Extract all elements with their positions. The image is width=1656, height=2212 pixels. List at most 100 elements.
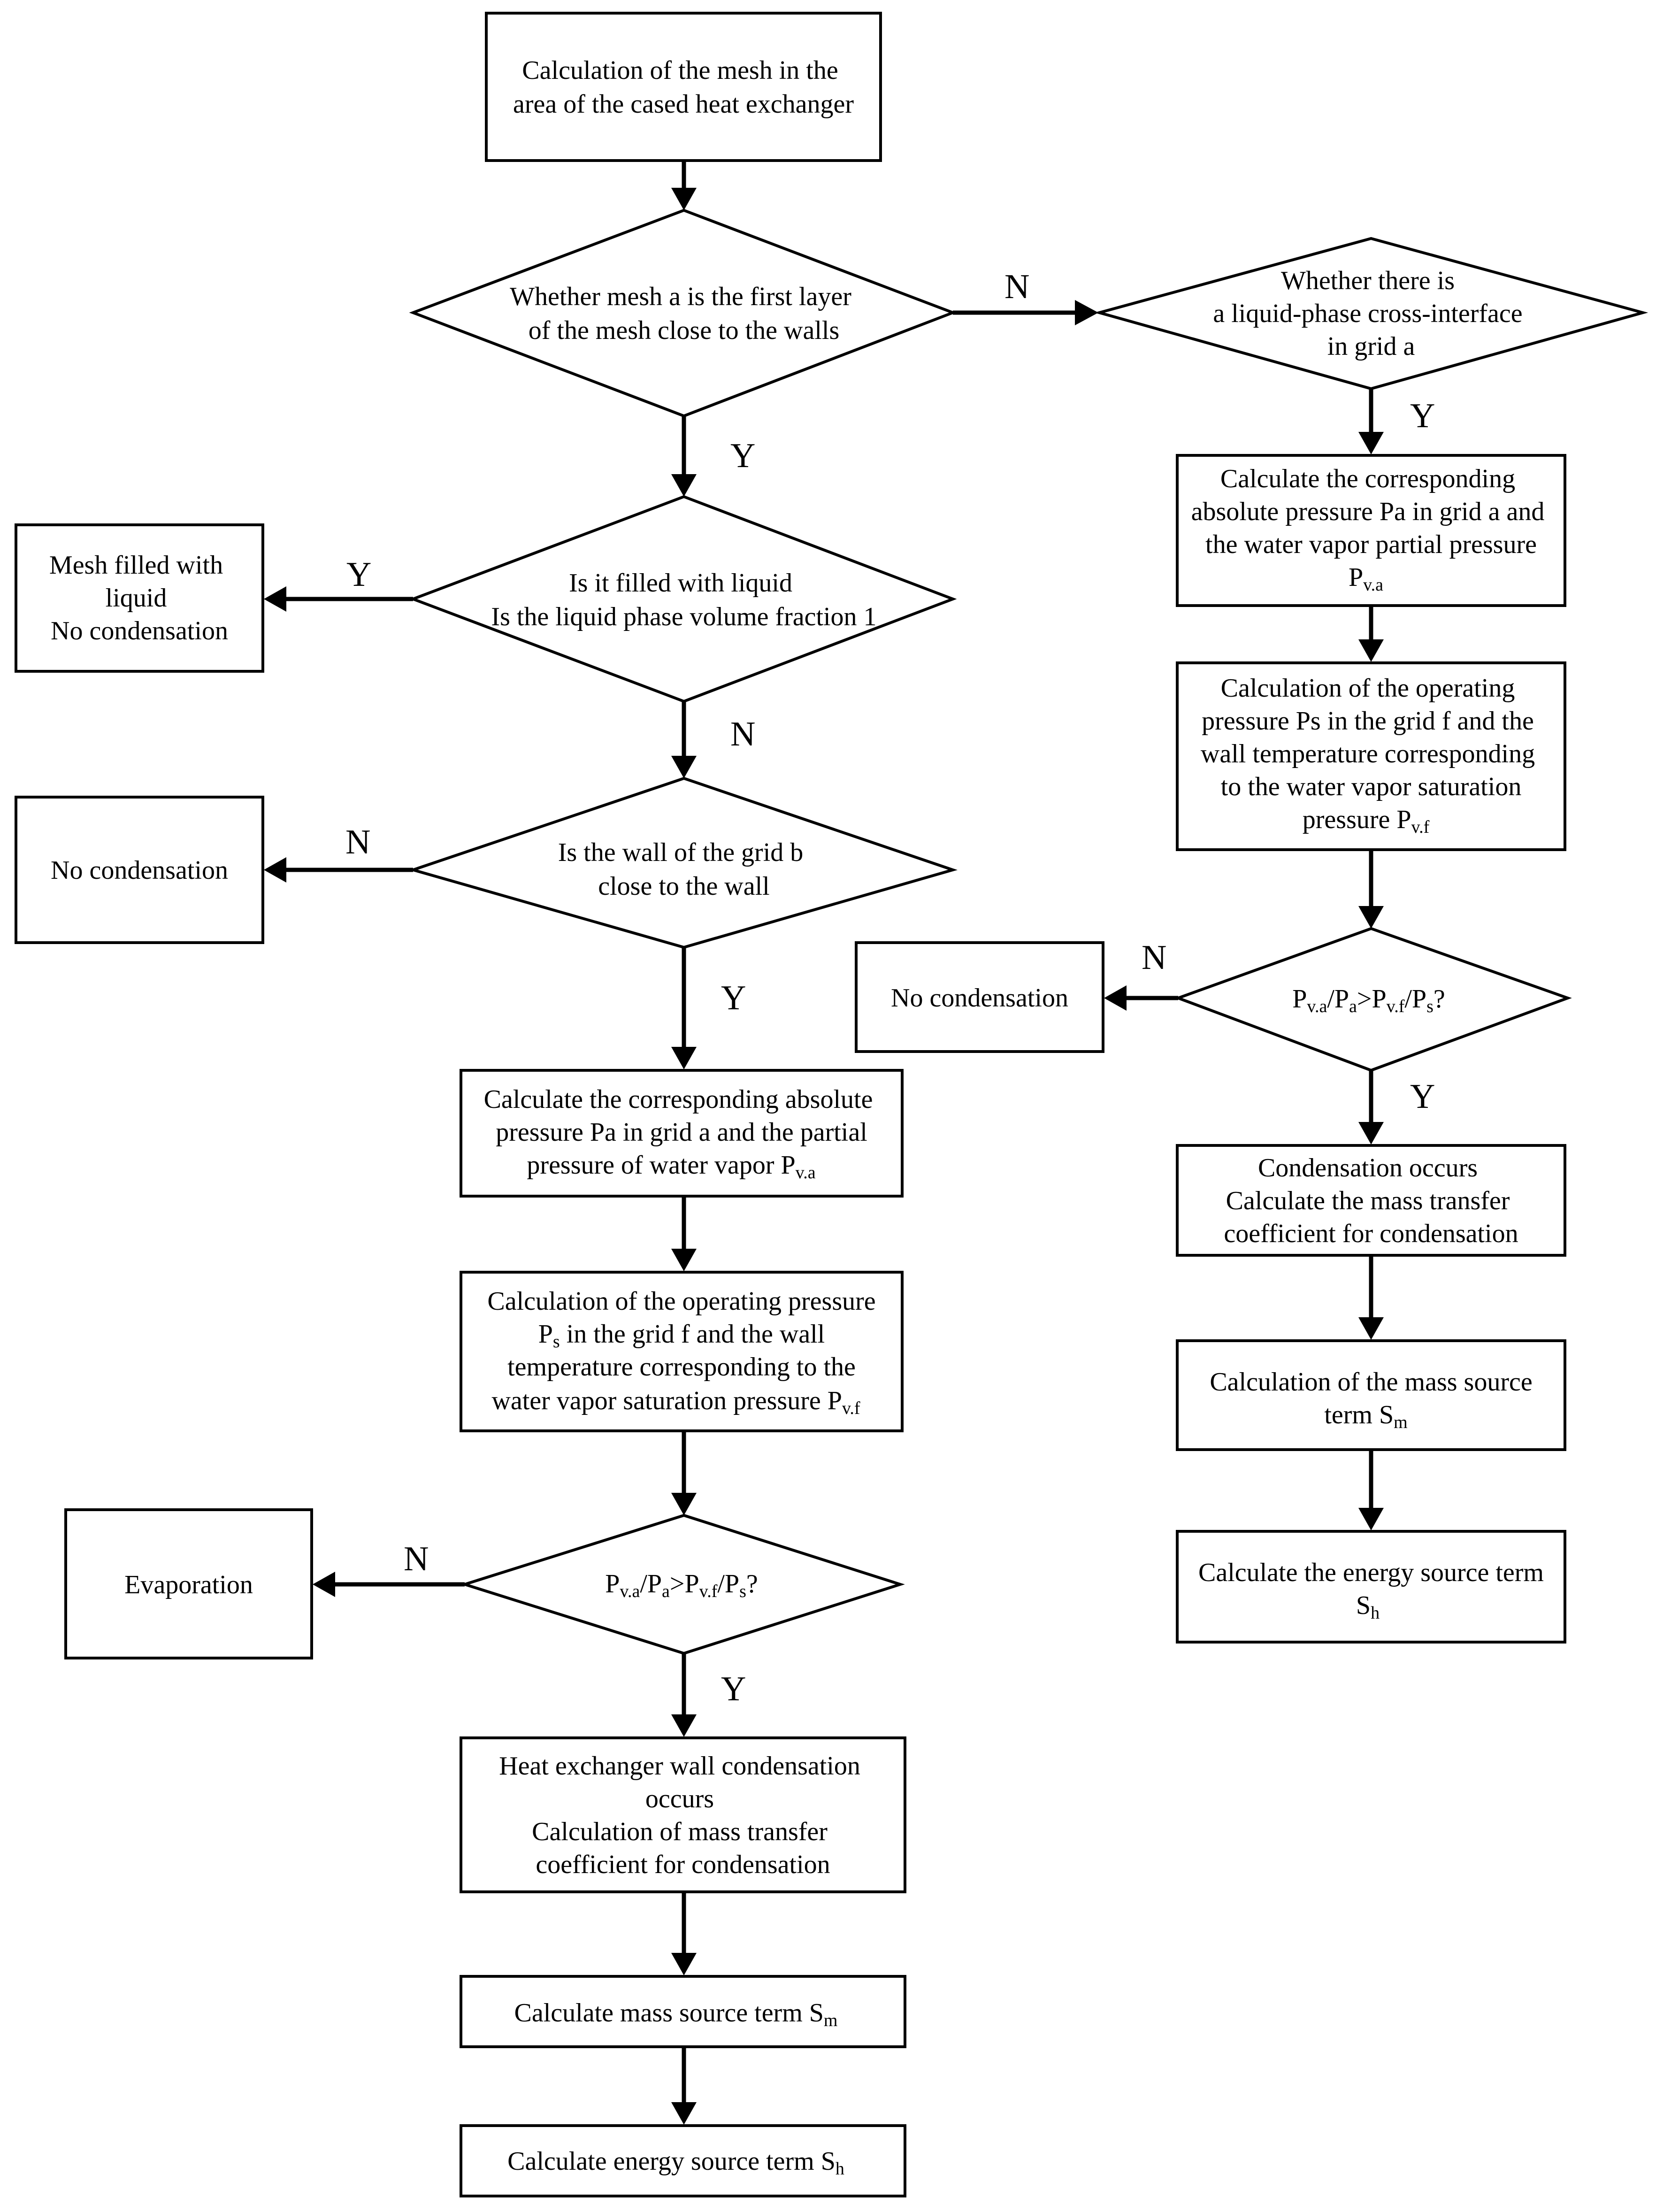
decision-diamond: [409, 208, 957, 418]
arrowhead: [1358, 432, 1384, 454]
text-line: Calculate the mass transfer: [1226, 1186, 1510, 1215]
arrowhead: [1358, 639, 1384, 662]
text-part: P: [1292, 984, 1307, 1014]
text-line: coefficient for condensation: [536, 1850, 830, 1879]
text-line: pressure Pa in grid a and the partial: [496, 1118, 867, 1147]
text-line: to the water vapor saturation: [1221, 772, 1522, 801]
text-line: pressure of water vapor P: [527, 1151, 795, 1180]
text-line: in grid a: [1327, 332, 1415, 361]
node-op-pressure-left: Calculation of the operating pressure Ps…: [460, 1271, 904, 1432]
text-part: ?: [1434, 984, 1445, 1014]
text-part: P: [538, 1320, 553, 1349]
text-part: ?: [746, 1569, 758, 1598]
node-text: Mesh filled with liquid No condensation: [49, 551, 230, 645]
node-text-last: pressure Pv.f: [1303, 805, 1430, 837]
node-text: Calculate energy source term Sh: [507, 2147, 844, 2179]
node-decision-left: Pv.a/Pa>Pv.f/Ps?: [460, 1513, 905, 1655]
node-op-pressure-right: Calculation of the operating pressure Ps…: [1176, 661, 1566, 851]
decision-diamond: [408, 776, 958, 949]
text-part: Calculate mass source term S: [514, 1998, 824, 2028]
subscript: s: [553, 1332, 560, 1352]
subscript: v.a: [620, 1582, 640, 1601]
text-part: water vapor saturation pressure P: [491, 1386, 842, 1415]
arrowhead: [671, 1249, 697, 1271]
text-part: P: [1372, 984, 1387, 1014]
subscript: m: [824, 2011, 838, 2030]
node-text: Is it filled with liquid Is the liquid p…: [491, 568, 876, 631]
process-box: [485, 12, 882, 162]
edge-label-decision-left-no: N: [404, 1540, 429, 1578]
node-text: No condensation: [891, 983, 1068, 1013]
text-line: Is it filled with liquid: [569, 568, 792, 598]
subscript: h: [836, 2159, 844, 2179]
arrowhead: [671, 1047, 697, 1069]
text-line: liquid: [106, 584, 167, 613]
node-condensation-right: Condensation occurs Calculate the mass t…: [1176, 1144, 1566, 1257]
text-line: close to the wall: [598, 872, 769, 901]
node-cross-interface: Whether there is a liquid-phase cross-in…: [1094, 237, 1648, 391]
text-line: temperature corresponding to the: [507, 1352, 856, 1382]
process-box: [1176, 454, 1566, 607]
node-mass-source-right: Calculation of the mass source term Sm: [1176, 1339, 1566, 1451]
text-part: S: [1356, 1591, 1371, 1620]
text-line: Calculation of the mass source: [1210, 1367, 1532, 1397]
text-line: Mesh filled with: [49, 551, 223, 580]
text-part: P: [685, 1569, 699, 1598]
node-text-last: Pv.a: [1349, 563, 1383, 595]
process-box: [460, 1736, 906, 1893]
node-text: Calculation of the mesh in the area of t…: [513, 56, 854, 119]
process-box: [460, 2124, 906, 2197]
subscript: a: [662, 1582, 670, 1601]
decision-diamond: [460, 1513, 905, 1655]
arrowhead: [1358, 1317, 1384, 1340]
arrowhead: [671, 1493, 697, 1515]
node-filled-liquid: Is it filled with liquid Is the liquid p…: [409, 495, 957, 703]
node-text-last: Sh: [1356, 1591, 1380, 1623]
node-no-condensation-right: No condensation: [855, 941, 1104, 1053]
edge-label-filled-no: N: [730, 715, 755, 753]
edge-label-decision-left-yes: Y: [721, 1670, 746, 1708]
arrowhead: [671, 188, 697, 210]
subscript: v.a: [796, 1163, 816, 1183]
arrowhead: [1358, 906, 1384, 929]
node-mass-source-left: Calculate mass source term Sm: [460, 1975, 906, 2048]
node-text: Is the wall of the grid b close to the w…: [558, 838, 810, 901]
text-part: /: [640, 1569, 647, 1598]
process-box: [460, 1069, 904, 1198]
node-energy-source-left: Calculate energy source term Sh: [460, 2124, 906, 2197]
text-part: P: [647, 1569, 662, 1598]
node-text: Whether mesh a is the first layer of the…: [510, 282, 858, 345]
text-part: pressure P: [1303, 805, 1411, 834]
process-box: [15, 523, 264, 673]
node-no-condensation-left: No condensation: [15, 796, 264, 944]
text-line: Is the liquid phase volume fraction 1: [491, 602, 876, 631]
text-line: Ps in the grid f and the wall: [538, 1320, 825, 1352]
edge-label-filled-yes: Y: [346, 555, 371, 594]
text-part: >: [670, 1569, 685, 1598]
edge-label-decision-right-yes: Y: [1410, 1077, 1435, 1116]
arrowhead: [264, 586, 286, 612]
process-box: [855, 941, 1104, 1053]
text-line: pressure Ps in the grid f and the: [1202, 707, 1534, 736]
node-text: Calculate mass source term Sm: [514, 1998, 838, 2030]
edge-label-first-layer-no: N: [1004, 268, 1029, 306]
subscript: s: [739, 1582, 746, 1601]
node-wall-grid-b: Is the wall of the grid b close to the w…: [408, 776, 958, 949]
node-text: Condensation occurs Calculate the mass t…: [1224, 1153, 1518, 1248]
text-line: Heat exchanger wall condensation: [499, 1751, 860, 1781]
subscript: v.a: [1307, 997, 1327, 1016]
subscript: v.f: [699, 1582, 718, 1601]
text-part: term S: [1324, 1400, 1394, 1429]
node-hx-condensation: Heat exchanger wall condensation occurs …: [460, 1736, 906, 1893]
subscript: a: [1349, 997, 1357, 1016]
subscript: v.f: [842, 1398, 860, 1418]
node-text-last: pressure of water vapor Pv.a: [527, 1151, 815, 1183]
edge-label-wall-no: N: [345, 823, 370, 861]
text-line: Calculation of the mesh in the: [522, 56, 838, 85]
text-part: /: [1327, 984, 1334, 1014]
text-line: Calculate the energy source term: [1198, 1558, 1544, 1587]
text-line: Calculation of the operating: [1221, 674, 1515, 703]
arrowhead: [313, 1572, 335, 1597]
node-mesh-calc: Calculation of the mesh in the area of t…: [485, 12, 882, 162]
